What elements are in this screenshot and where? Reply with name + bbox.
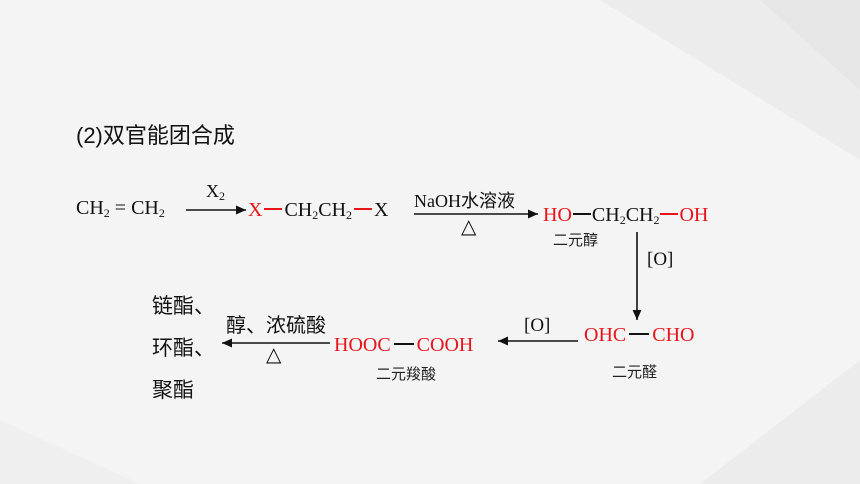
- step5-reagent: 醇、浓硫酸: [226, 315, 326, 337]
- step1-reagent: X2: [206, 181, 225, 203]
- diol-bond-right: [660, 213, 679, 215]
- step5-condition: △: [266, 342, 282, 366]
- diol-bond-left: [572, 213, 591, 215]
- section-heading: (2)双官能团合成: [76, 123, 235, 148]
- diacid-caption: 二元羧酸: [376, 365, 437, 383]
- ester-cyclic: 环酯、: [152, 337, 215, 360]
- dialdehyde-caption: 二元醛: [612, 363, 658, 381]
- step4-reagent: [O]: [524, 315, 551, 336]
- diacid-bond: [393, 343, 414, 345]
- halogen-left: X: [248, 199, 263, 221]
- dialdehyde-bond: [629, 333, 650, 335]
- ester-poly: 聚酯: [152, 379, 194, 402]
- diol-caption: 二元醇: [553, 231, 599, 249]
- halogen-right: X: [374, 199, 389, 221]
- bond-left: [264, 208, 283, 210]
- ester-chain: 链酯、: [152, 295, 215, 318]
- ethylene-formula: CH2 = CH2: [76, 197, 165, 220]
- step2-condition: △: [461, 214, 477, 238]
- step2-reagent: NaOH水溶液: [414, 191, 515, 211]
- step3-reagent: [O]: [647, 249, 674, 270]
- bond-right: [354, 208, 373, 210]
